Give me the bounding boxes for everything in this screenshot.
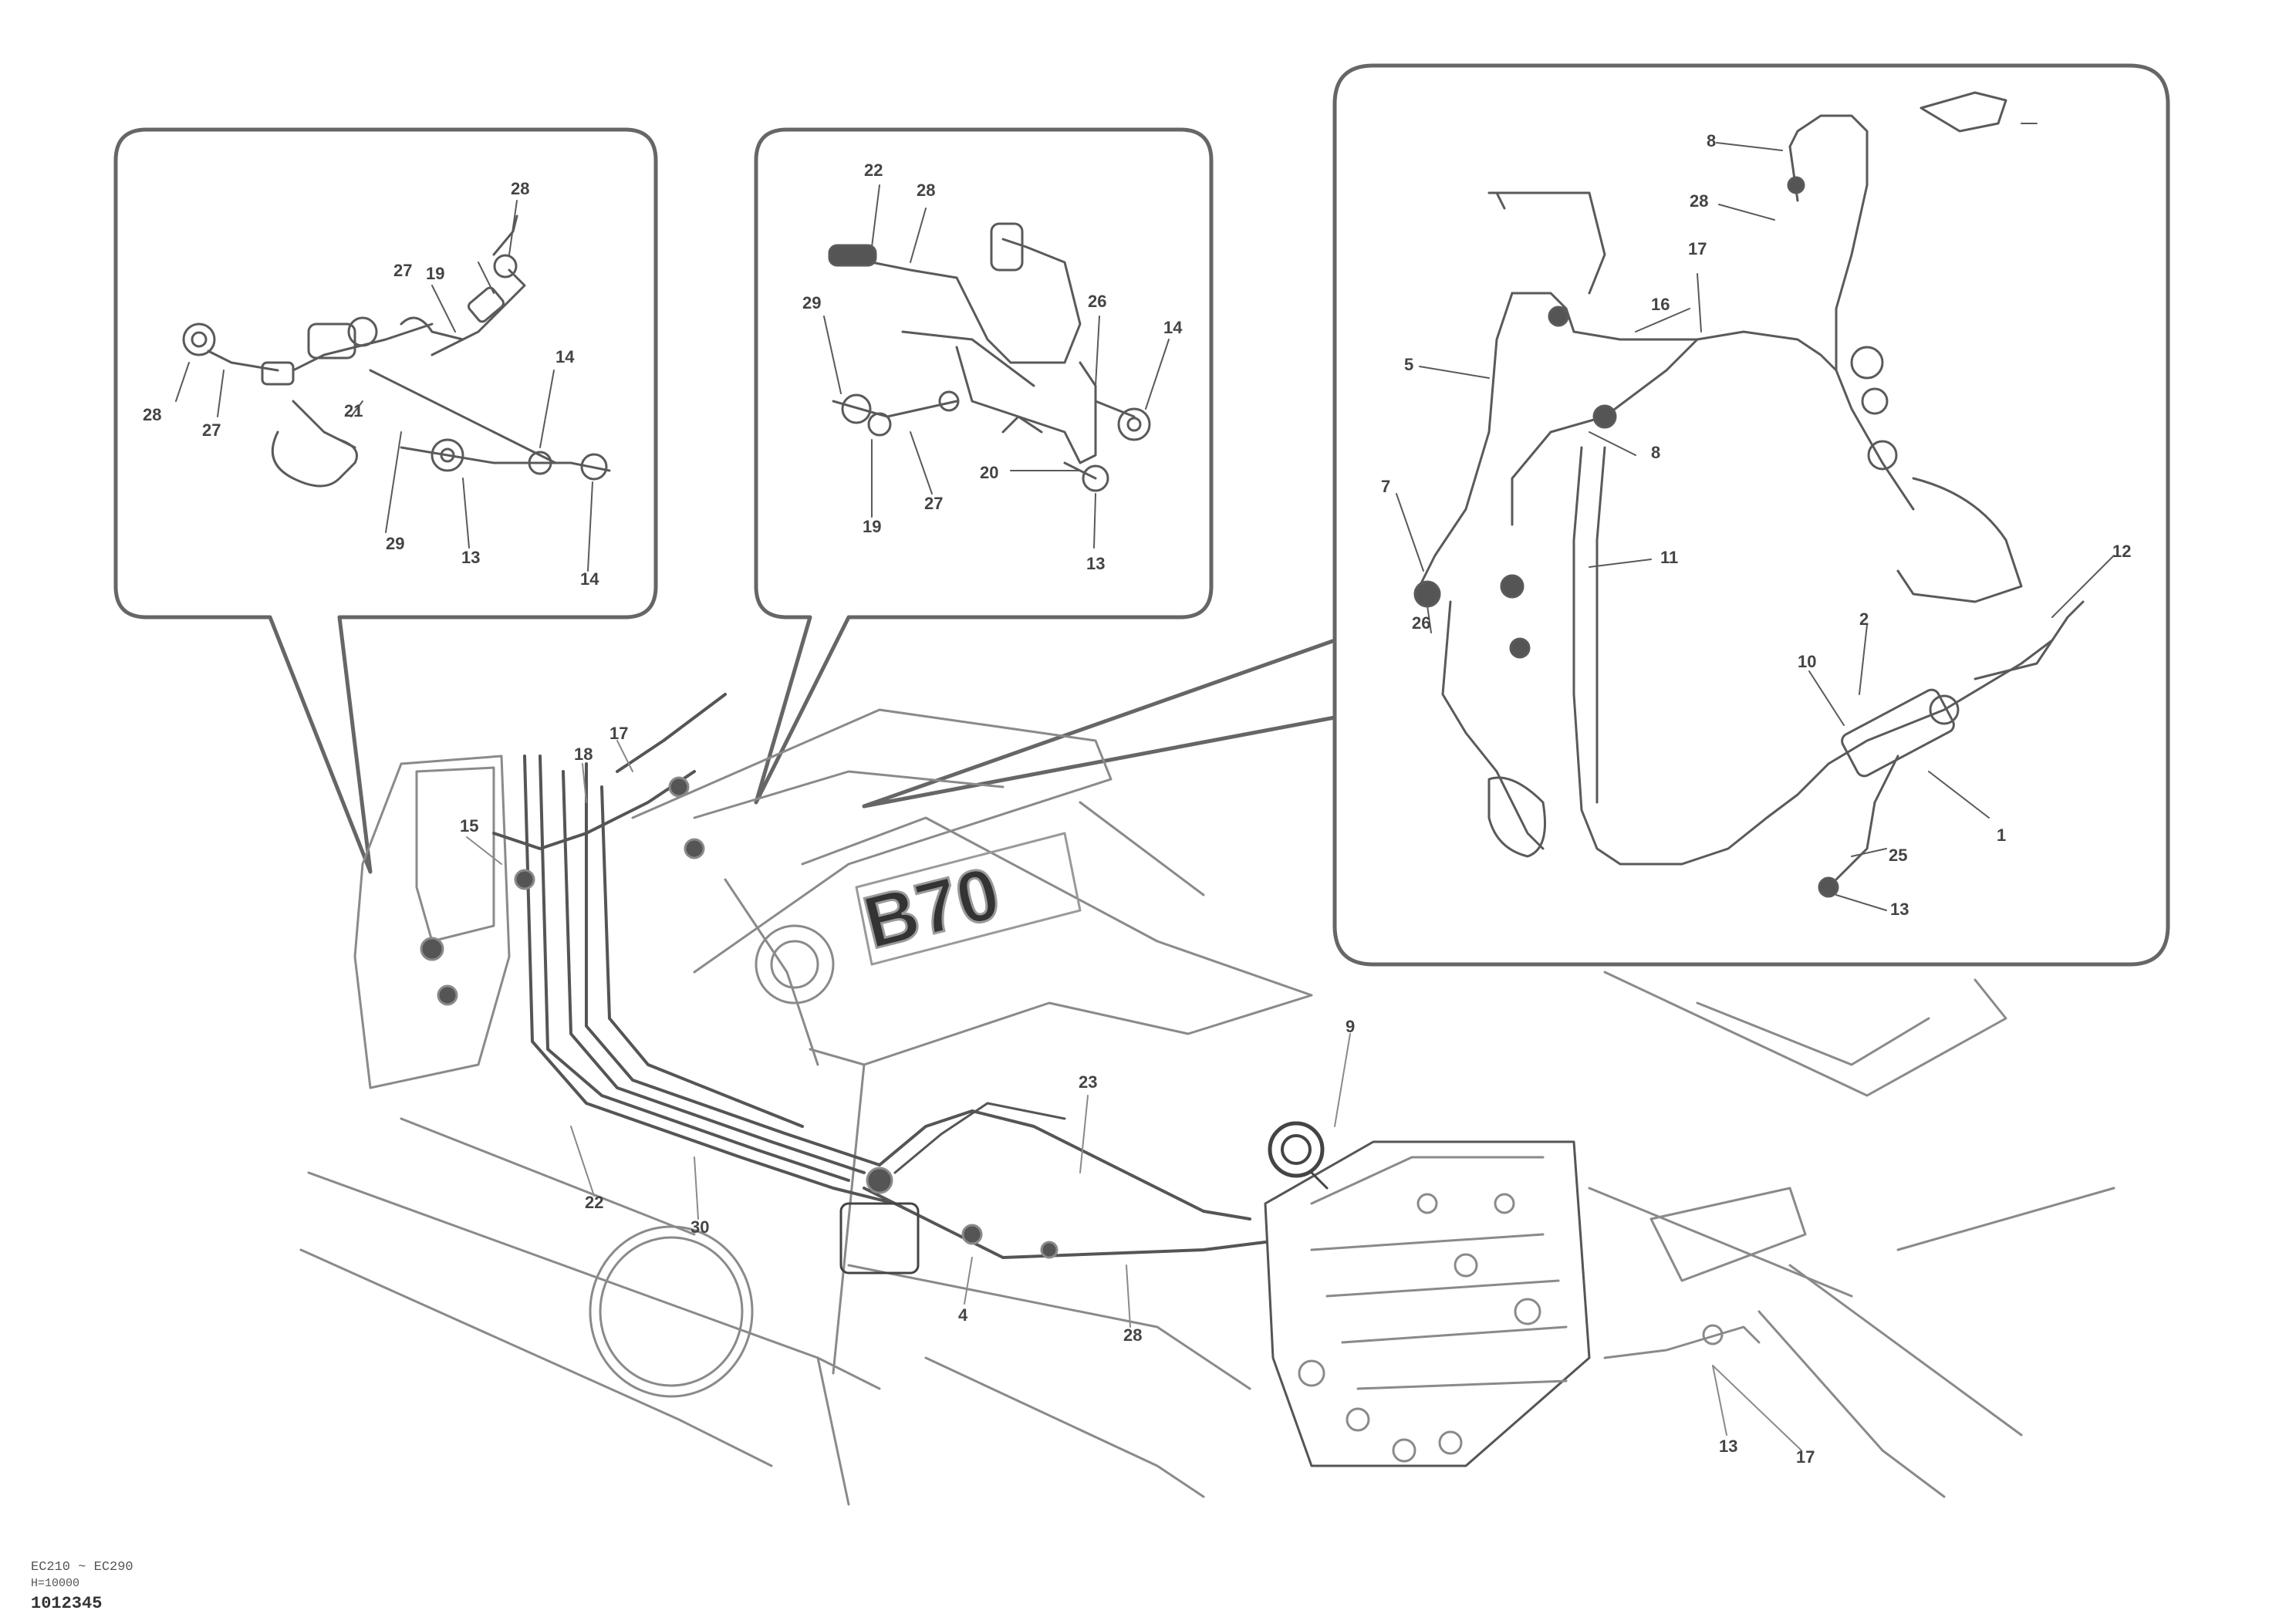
callout-d1-14b: 14 (580, 569, 599, 589)
callout-d3-25: 25 (1889, 846, 1907, 865)
model-logo-outline (855, 832, 1082, 966)
callout-d2-26: 26 (1088, 292, 1106, 311)
callout-m-17: 17 (609, 724, 628, 743)
callout-d3-13: 13 (1890, 900, 1909, 919)
callout-m-13: 13 (1719, 1437, 1737, 1456)
callout-d3-2: 2 (1859, 609, 1869, 629)
callout-d1-21: 21 (344, 401, 363, 420)
callout-m-15: 15 (460, 816, 478, 836)
callout-m-22: 22 (585, 1193, 603, 1212)
callout-d3-8b: 8 (1651, 443, 1660, 462)
model-label: B70 (856, 852, 1008, 964)
callout-d3-1: 1 (1997, 826, 2006, 845)
detail-panel-middle-border (754, 127, 1214, 805)
drawing-reference-line2: H=10000 (31, 1577, 80, 1590)
callout-d1-27: 27 (393, 261, 412, 280)
detail-panel-left-border (113, 127, 658, 874)
callout-m-17b: 17 (1796, 1447, 1815, 1467)
callout-d3-17: 17 (1688, 239, 1707, 258)
callout-d1-28: 28 (511, 179, 529, 198)
callout-d2-27: 27 (924, 494, 943, 513)
detail-panel-right-border (862, 63, 2170, 967)
callout-m-28: 28 (1123, 1325, 1142, 1345)
detail-panel-right (862, 63, 2170, 967)
callout-d2-29: 29 (802, 293, 821, 312)
drawing-code: 1012345 (31, 1594, 103, 1613)
main-machine-view (299, 693, 2115, 1506)
callout-m-30: 30 (690, 1217, 709, 1237)
callout-d3-10: 10 (1798, 652, 1816, 671)
drawing-reference-line1: EC210 ~ EC290 (31, 1560, 133, 1575)
detail-panel-middle (754, 127, 1214, 805)
callout-d3-8a: 8 (1707, 131, 1716, 150)
callout-d3-26: 26 (1412, 613, 1430, 633)
callout-d2-20: 20 (980, 463, 998, 482)
callout-d1-14a: 14 (555, 347, 575, 366)
callout-m-9: 9 (1346, 1017, 1355, 1036)
callout-d3-11: 11 (1660, 548, 1678, 567)
callout-d1-13: 13 (461, 548, 480, 567)
callout-d3-16: 16 (1651, 295, 1670, 314)
callout-d1-29: 29 (386, 534, 404, 553)
callout-d1-27b: 27 (202, 420, 221, 440)
callout-m-4: 4 (958, 1305, 968, 1325)
callout-d2-22: 22 (864, 160, 883, 180)
callout-d1-28b: 28 (143, 405, 161, 424)
callout-d2-19: 19 (863, 517, 881, 536)
callout-d2-14: 14 (1163, 318, 1183, 337)
callout-d3-7: 7 (1381, 477, 1390, 496)
callout-m-18: 18 (574, 744, 593, 764)
callout-d2-28: 28 (917, 181, 935, 200)
callout-d3-5: 5 (1404, 355, 1413, 374)
callout-d2-13: 13 (1086, 554, 1105, 573)
callout-d3-28: 28 (1690, 191, 1708, 211)
callout-d3-12: 12 (2112, 542, 2131, 561)
detail-panel-left (113, 127, 658, 874)
callout-m-23: 23 (1079, 1072, 1097, 1092)
callout-d1-19: 19 (426, 264, 444, 283)
